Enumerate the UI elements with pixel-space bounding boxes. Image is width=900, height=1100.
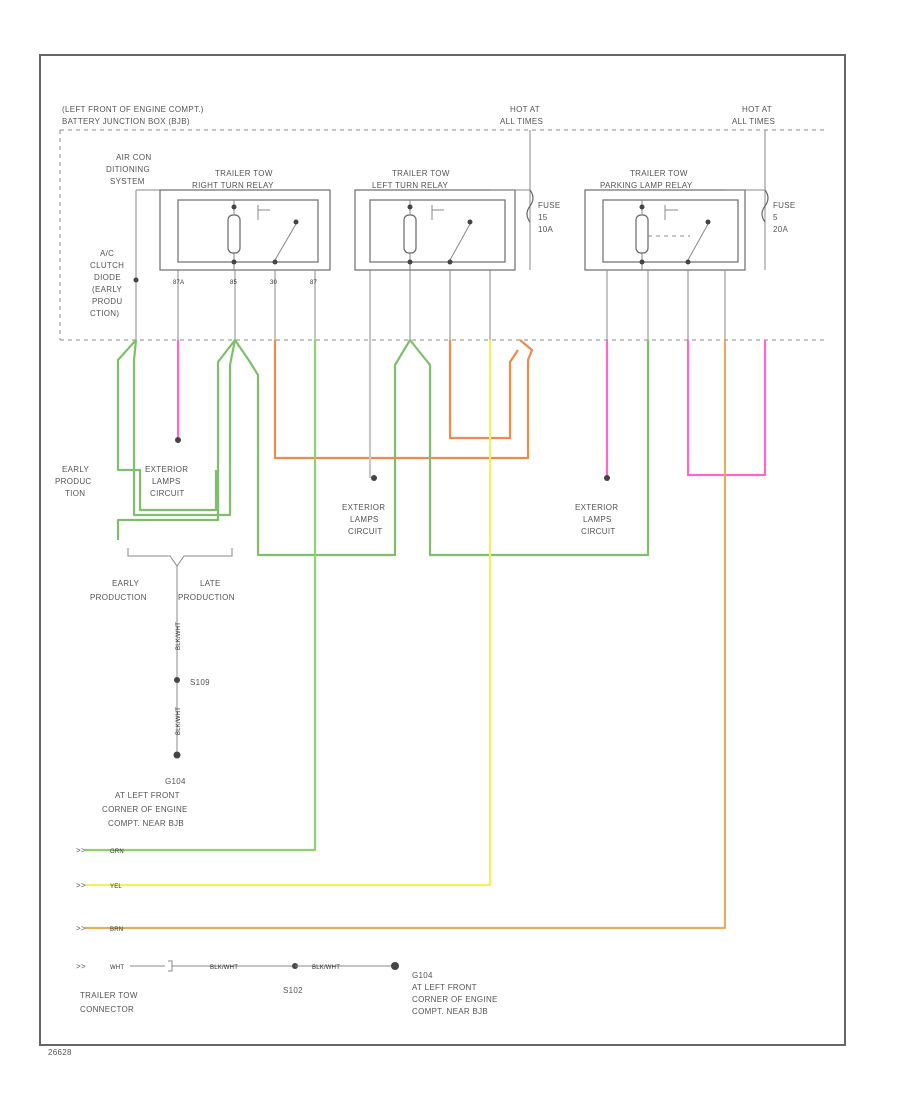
svg-text:WHT: WHT xyxy=(110,965,124,971)
svg-text:20A: 20A xyxy=(773,225,788,234)
svg-text:ALL TIMES: ALL TIMES xyxy=(732,117,775,126)
ground-wire-code-1: BLK/WHT xyxy=(176,622,182,650)
connector-pin-brn: >> BRN xyxy=(76,924,123,933)
svg-text:5: 5 xyxy=(773,213,778,222)
svg-text:PRODUC: PRODUC xyxy=(55,477,91,486)
splice-s109-label: S109 xyxy=(190,678,210,687)
svg-text:30: 30 xyxy=(270,280,278,286)
svg-text:LEFT TURN RELAY: LEFT TURN RELAY xyxy=(372,181,448,190)
connector-pin-grn: >> GRN xyxy=(76,846,124,855)
svg-text:CIRCUIT: CIRCUIT xyxy=(150,489,185,498)
exterior-lamps-circuit-1: EXTERIOR LAMPS CIRCUIT xyxy=(145,465,188,498)
diagram-frame xyxy=(39,54,846,1046)
relay-left-turn: TRAILER TOW LEFT TURN RELAY xyxy=(354,169,530,340)
relay-right-turn: TRAILER TOW RIGHT TURN RELAY 87A 85 30 8… xyxy=(159,169,331,340)
ac-clutch-diode-label: A/C CLUTCH DIODE (EARLY PRODU CTION) xyxy=(90,249,124,318)
svg-text:CONNECTOR: CONNECTOR xyxy=(80,1005,134,1014)
svg-text:>>: >> xyxy=(76,962,86,971)
svg-text:A/C: A/C xyxy=(100,249,114,258)
svg-text:LAMPS: LAMPS xyxy=(583,515,612,524)
svg-text:TRAILER TOW: TRAILER TOW xyxy=(392,169,450,178)
svg-text:G104: G104 xyxy=(165,777,186,786)
svg-text:HOT AT: HOT AT xyxy=(742,105,772,114)
hot-at-all-times-1: HOT AT ALL TIMES xyxy=(500,105,543,126)
svg-text:EXTERIOR: EXTERIOR xyxy=(145,465,188,474)
svg-text:DIODE: DIODE xyxy=(94,273,121,282)
hot-at-all-times-2: HOT AT ALL TIMES xyxy=(732,105,775,126)
svg-text:PRODUCTION: PRODUCTION xyxy=(178,593,235,602)
svg-text:EARLY: EARLY xyxy=(112,579,140,588)
svg-text:FUSE: FUSE xyxy=(538,201,561,210)
production-options-label: EARLY LATE PRODUCTION PRODUCTION xyxy=(90,579,235,602)
connector-pin-wht: >> WHT BLK/WHT BLK/WHT xyxy=(76,960,399,972)
ground-wire-code-2: BLK/WHT xyxy=(176,707,182,735)
svg-text:(EARLY: (EARLY xyxy=(92,285,122,294)
fuse-5: FUSE 5 20A xyxy=(761,189,796,234)
ground-location-2: G104 AT LEFT FRONT CORNER OF ENGINE COMP… xyxy=(412,971,498,1016)
fuse-15: FUSE 15 10A xyxy=(526,189,561,234)
svg-text:LAMPS: LAMPS xyxy=(350,515,379,524)
svg-text:87: 87 xyxy=(310,280,318,286)
ground-g104-top xyxy=(173,751,181,759)
svg-text:ALL TIMES: ALL TIMES xyxy=(500,117,543,126)
diagram-id: 26628 xyxy=(48,1048,72,1057)
svg-text:FUSE: FUSE xyxy=(773,201,796,210)
svg-text:TRAILER TOW: TRAILER TOW xyxy=(215,169,273,178)
exterior-lamps-circuit-3: EXTERIOR LAMPS CIRCUIT xyxy=(575,503,618,536)
svg-text:SYSTEM: SYSTEM xyxy=(110,177,145,186)
svg-text:CTION): CTION) xyxy=(90,309,119,318)
svg-text:DITIONING: DITIONING xyxy=(106,165,150,174)
svg-text:TION: TION xyxy=(65,489,85,498)
svg-text:PARKING LAMP RELAY: PARKING LAMP RELAY xyxy=(600,181,693,190)
svg-text:>>: >> xyxy=(76,846,86,855)
svg-text:COMPT. NEAR BJB: COMPT. NEAR BJB xyxy=(412,1007,488,1016)
svg-text:EXTERIOR: EXTERIOR xyxy=(575,503,618,512)
bottom-wire-code-2: BLK/WHT xyxy=(312,965,340,971)
svg-text:BRN: BRN xyxy=(110,927,123,933)
splice-s109 xyxy=(174,677,180,683)
exterior-lamps-circuit-2: EXTERIOR LAMPS CIRCUIT xyxy=(342,503,385,536)
svg-text:>>: >> xyxy=(76,924,86,933)
svg-text:LAMPS: LAMPS xyxy=(152,477,181,486)
svg-text:CLUTCH: CLUTCH xyxy=(90,261,124,270)
svg-text:EXTERIOR: EXTERIOR xyxy=(342,503,385,512)
svg-text:EARLY: EARLY xyxy=(62,465,90,474)
svg-text:85: 85 xyxy=(230,280,238,286)
air-con-label: AIR CON DITIONING SYSTEM xyxy=(106,153,151,186)
svg-text:AT LEFT FRONT: AT LEFT FRONT xyxy=(412,983,477,992)
svg-text:10A: 10A xyxy=(538,225,553,234)
svg-text:TRAILER TOW: TRAILER TOW xyxy=(80,991,138,1000)
svg-text:CORNER OF ENGINE: CORNER OF ENGINE xyxy=(412,995,498,1004)
production-brace xyxy=(127,548,233,567)
wire-harness xyxy=(85,339,767,930)
svg-text:COMPT. NEAR BJB: COMPT. NEAR BJB xyxy=(108,819,184,828)
svg-text:YEL: YEL xyxy=(110,884,122,890)
bottom-wire-code-1: BLK/WHT xyxy=(210,965,238,971)
connector-pin-yel: >> YEL xyxy=(76,881,122,890)
svg-text:PRODUCTION: PRODUCTION xyxy=(90,593,147,602)
svg-text:CORNER OF ENGINE: CORNER OF ENGINE xyxy=(102,805,188,814)
splice-s102-label: S102 xyxy=(283,986,303,995)
ground-location-1: G104 AT LEFT FRONT CORNER OF ENGINE COMP… xyxy=(102,777,188,828)
svg-text:G104: G104 xyxy=(412,971,433,980)
trailer-tow-connector-label: TRAILER TOW CONNECTOR xyxy=(80,991,138,1014)
svg-text:>>: >> xyxy=(76,881,86,890)
early-production-left-label: EARLY PRODUC TION xyxy=(55,465,91,498)
svg-text:TRAILER TOW: TRAILER TOW xyxy=(630,169,688,178)
svg-text:87A: 87A xyxy=(173,280,184,286)
svg-text:AT LEFT FRONT: AT LEFT FRONT xyxy=(115,791,180,800)
svg-text:RIGHT TURN RELAY: RIGHT TURN RELAY xyxy=(192,181,274,190)
location-label: (LEFT FRONT OF ENGINE COMPT.) xyxy=(62,105,204,114)
svg-text:15: 15 xyxy=(538,213,548,222)
bjb-label: BATTERY JUNCTION BOX (BJB) xyxy=(62,117,190,126)
svg-text:GRN: GRN xyxy=(110,849,124,855)
relay-parking-lamp: TRAILER TOW PARKING LAMP RELAY xyxy=(584,169,765,340)
svg-text:HOT AT: HOT AT xyxy=(510,105,540,114)
svg-text:AIR CON: AIR CON xyxy=(116,153,151,162)
svg-text:LATE: LATE xyxy=(200,579,221,588)
svg-text:PRODU: PRODU xyxy=(92,297,122,306)
svg-text:CIRCUIT: CIRCUIT xyxy=(581,527,616,536)
svg-text:CIRCUIT: CIRCUIT xyxy=(348,527,383,536)
